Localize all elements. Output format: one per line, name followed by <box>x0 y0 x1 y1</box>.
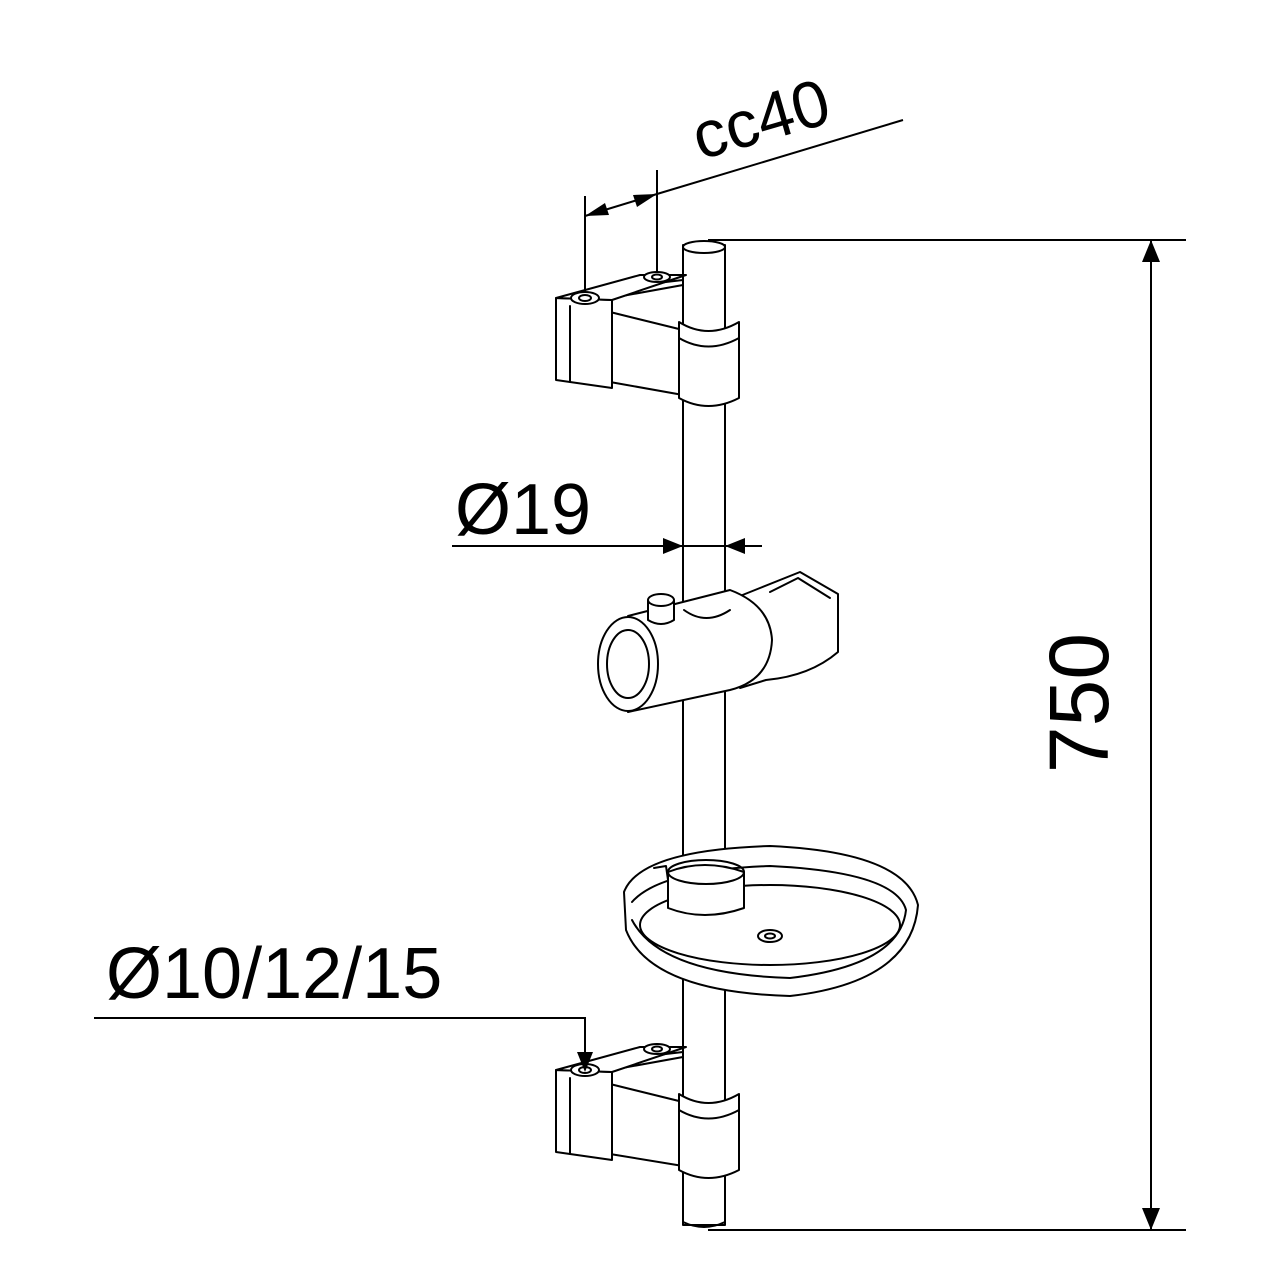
center-distance-label: cc40 <box>683 64 837 174</box>
center-distance-dimension: cc40 <box>584 64 904 292</box>
top-wall-bracket <box>555 271 740 407</box>
hole-diameter-label: Ø10/12/15 <box>106 934 442 1014</box>
shower-head-slider <box>597 571 839 713</box>
soap-dish <box>623 845 919 997</box>
rail-diameter-label: Ø19 <box>455 470 591 550</box>
rail-length-dimension: 750 <box>708 239 1186 1231</box>
rail-diameter-dimension: Ø19 <box>452 470 762 554</box>
hole-diameter-dimension: Ø10/12/15 <box>94 934 593 1072</box>
bottom-wall-bracket <box>555 1043 740 1179</box>
rail-length-label: 750 <box>1032 633 1126 773</box>
shower-rail <box>682 240 726 1228</box>
